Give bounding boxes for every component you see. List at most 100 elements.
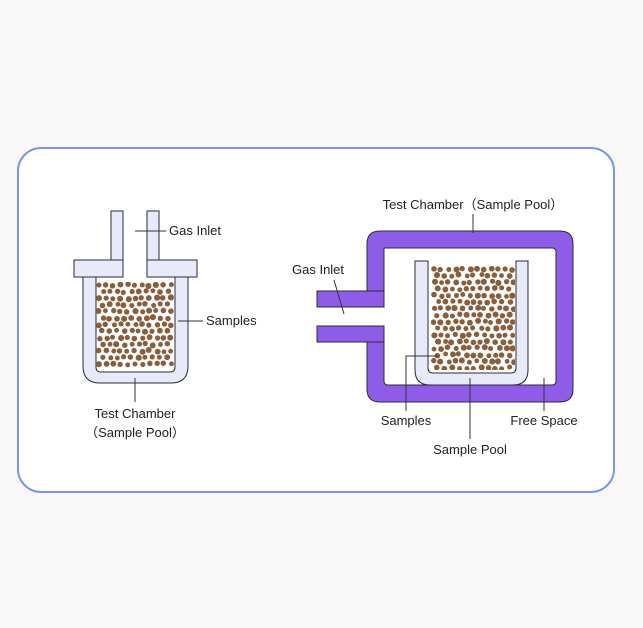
right-sample-particle	[495, 279, 502, 286]
left-sample-particle	[100, 341, 106, 348]
right-sample-particle	[478, 364, 485, 370]
left-sample-particle	[136, 316, 142, 322]
right-sample-particle	[470, 285, 476, 292]
right-sample-particle	[463, 286, 469, 292]
right-sample-particle	[449, 326, 455, 332]
right-sample-particle	[467, 293, 473, 299]
right-sample-particle	[481, 305, 486, 311]
left-sample-particle	[154, 335, 161, 341]
left-sample-particle	[168, 308, 174, 314]
left-sample-particle	[140, 335, 146, 341]
right-sample-particle	[479, 272, 485, 278]
right-sample-particle	[450, 298, 456, 304]
left-sample-particle	[143, 315, 150, 322]
left-sample-particle	[145, 282, 152, 289]
left-sample-particle	[132, 361, 138, 367]
right-sample-particle	[453, 279, 460, 286]
right-sample-particle	[477, 285, 483, 291]
right-sample-particle	[482, 332, 488, 338]
right-sample-particle	[464, 366, 470, 370]
right-sample-particle	[434, 313, 440, 319]
right-sample-particle	[475, 304, 482, 311]
right-sample-particle	[506, 311, 513, 318]
right-sample-particle	[470, 299, 477, 305]
left-sample-particle	[101, 288, 107, 295]
right-sample-particle	[495, 318, 502, 325]
right-sample-particle	[445, 319, 451, 326]
right-sample-particle	[491, 285, 498, 291]
right-sample-particle	[489, 293, 496, 300]
right-sample-particle	[492, 339, 499, 346]
right-sample-particle	[477, 352, 484, 359]
right-sample-particle	[431, 332, 438, 339]
left-sample-particle	[168, 282, 174, 288]
right-sample-particle	[437, 358, 444, 365]
right-sample-particle	[441, 273, 448, 279]
right-inlet-pipe-top	[316, 290, 385, 308]
left-sample-particle	[124, 334, 130, 341]
right-sample-particle	[481, 344, 488, 351]
left-sample-particle	[109, 282, 116, 289]
right-sample-particle	[457, 287, 463, 293]
right-sample-particle	[479, 325, 485, 331]
left-sample-particle	[136, 301, 142, 307]
right-sample-particle	[489, 306, 495, 312]
left-sample-particle	[142, 328, 148, 335]
right-sample-particle	[502, 266, 508, 272]
left-sample-particle	[110, 334, 115, 340]
right-sample-particle	[484, 272, 491, 279]
right-sample-particle	[486, 353, 492, 359]
right-sample-particle	[510, 332, 515, 338]
right-sample-particle	[481, 292, 487, 299]
right-sample-particle	[437, 319, 444, 326]
left-sample-particle	[120, 289, 126, 296]
right-sample-particle	[438, 332, 444, 338]
right-sample-particle	[489, 333, 495, 339]
left-sample-particle	[158, 342, 163, 347]
left-sample-particle	[96, 295, 102, 302]
right-sample-particle	[453, 345, 459, 352]
left-sample-particle	[161, 349, 167, 355]
right-samples-label: Samples	[381, 413, 432, 428]
left-sample-particle	[143, 288, 149, 294]
right-sample-particle	[474, 344, 480, 350]
left-sample-particle	[100, 315, 107, 321]
right-chamber-label: Test Chamber（Sample Pool）	[383, 197, 564, 212]
left-sample-particle	[108, 355, 114, 361]
right-sample-particle	[484, 299, 491, 306]
right-sample-particle	[499, 285, 505, 291]
right-sample-particle	[459, 319, 465, 325]
right-sample-particle	[442, 325, 448, 331]
right-sample-particle	[463, 326, 469, 332]
left-sample-particle	[114, 327, 120, 333]
left-sample-particle	[111, 307, 117, 314]
left-sample-particle	[159, 295, 166, 301]
right-sample-particle	[452, 357, 459, 364]
left-gas-inlet-label: Gas Inlet	[169, 223, 221, 238]
right-sample-particle	[464, 299, 471, 306]
right-sample-particle	[473, 331, 480, 338]
right-sample-particle	[474, 292, 481, 299]
right-sample-particle	[439, 280, 445, 286]
right-sample-particle	[463, 311, 470, 318]
right-sample-particle	[449, 286, 455, 292]
left-sample-particle	[150, 288, 156, 294]
right-sample-particle	[431, 278, 439, 285]
right-sample-particle	[442, 312, 449, 319]
left-sample-particle	[154, 348, 161, 355]
right-sample-particle	[443, 339, 449, 344]
right-sample-particle	[511, 359, 515, 366]
right-sample-particle	[496, 332, 502, 339]
left-sample-particle	[136, 341, 143, 347]
right-sample-particle	[500, 339, 507, 346]
right-test-chamber	[316, 230, 574, 403]
left-sample-particle	[125, 362, 131, 368]
left-sample-particle	[154, 294, 161, 301]
right-sample-particle	[509, 345, 515, 352]
left-chamber-label-line2: （Sample Pool）	[85, 425, 185, 440]
left-sample-particle	[154, 360, 160, 366]
right-sample-particle	[434, 285, 441, 292]
right-sample-particle	[445, 305, 452, 311]
left-inlet-tube-right	[146, 210, 160, 262]
right-sample-particle	[433, 272, 441, 279]
